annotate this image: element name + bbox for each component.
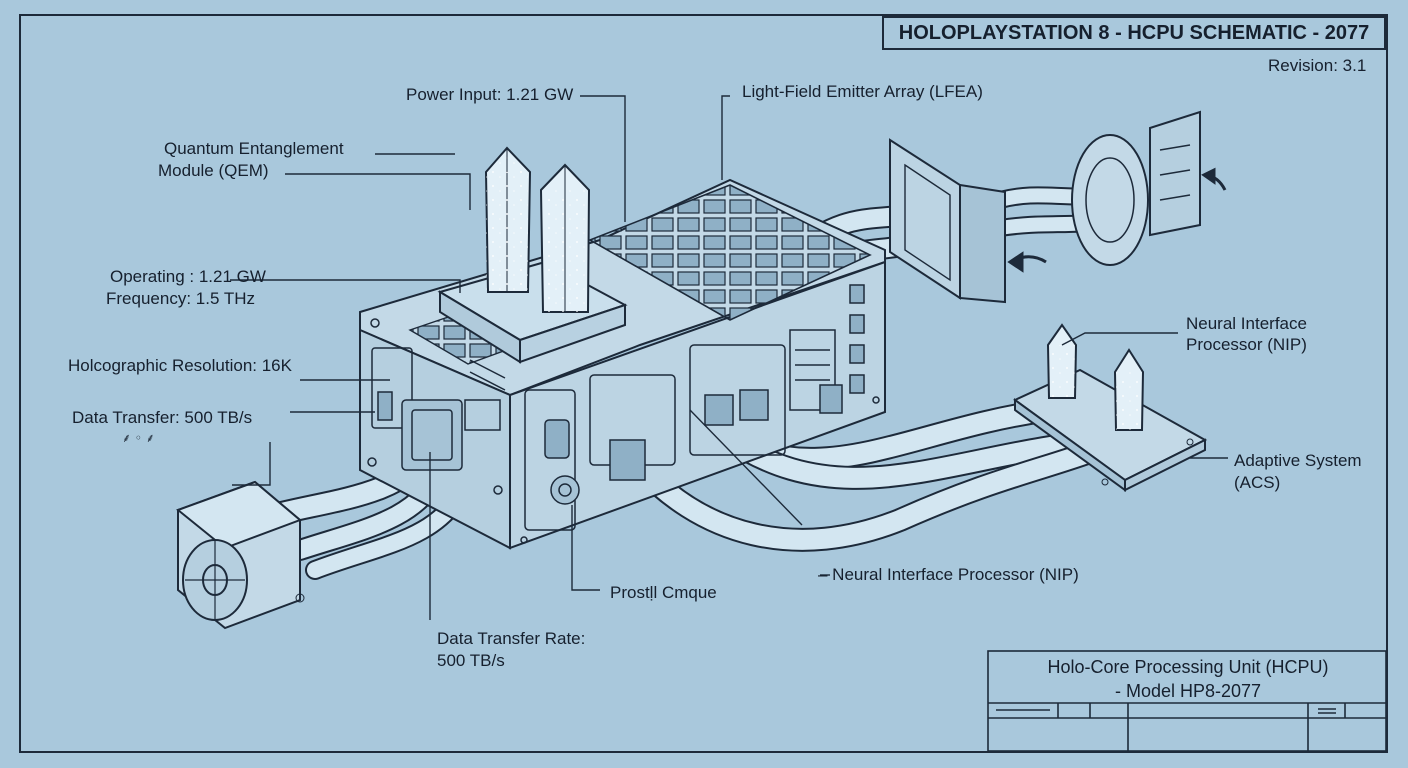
nip-crystal-left xyxy=(1046,323,1078,399)
cooling-fan xyxy=(175,480,305,630)
holographic-resolution-label: Holcographic Resolution: 16K xyxy=(68,356,292,375)
flow-arrows xyxy=(1007,167,1227,273)
qem-crystal-right xyxy=(539,163,591,313)
leader-lines xyxy=(230,95,1228,620)
sheet-title: HOLOPLAYSTATION 8 - HCPU SCHEMATIC - 207… xyxy=(882,16,1386,50)
operating-label-line1: Operating : 1.21 GW xyxy=(110,267,266,286)
qem-label-line1: Quantum Entanglement xyxy=(164,139,344,158)
data-transfer-rate-line2: 500 TB/s xyxy=(437,651,505,670)
operating-label-line2: Frequency: 1.5 THz xyxy=(106,289,255,308)
nip-crystal-right xyxy=(1113,348,1145,431)
prostl-label: Prostḷl Cmque xyxy=(610,583,717,602)
data-transfer-label: Data Transfer: 500 TB/s xyxy=(72,408,253,427)
chip-array xyxy=(588,184,872,321)
title-block-text: Holo-Core Processing Unit (HCPU) - Model… xyxy=(990,655,1386,703)
title-block-line2: - Model HP8-2077 xyxy=(1114,681,1262,701)
acs-label-line1: Adaptive System xyxy=(1234,451,1362,470)
nip-top-label-line1: Neural Interface xyxy=(1186,314,1307,333)
round-connector xyxy=(1071,110,1201,266)
right-panel-details xyxy=(520,284,880,544)
scribble-glyph: ⸙ ◦ ⸙ xyxy=(122,431,155,445)
title-block-line1: Holo-Core Processing Unit (HCPU) xyxy=(1047,657,1329,677)
data-transfer-rate-line1: Data Transfer Rate: xyxy=(437,629,586,648)
qem-label-line2: Module (QEM) xyxy=(158,161,269,180)
revision-label: Revision: 3.1 xyxy=(1268,56,1367,75)
acs-label-line2: (ACS) xyxy=(1234,473,1281,492)
lfea-label: Light-Field Emitter Array (LFEA) xyxy=(742,82,983,101)
nip-top-label-line2: Processor (NIP) xyxy=(1186,335,1307,354)
sheet-border xyxy=(19,14,1388,753)
power-input-label: Power Input: 1.21 GW xyxy=(406,85,574,104)
title-block xyxy=(987,650,1387,752)
front-panel-details xyxy=(367,318,506,495)
lfea-panel xyxy=(889,138,1006,304)
qem-crystal-left xyxy=(484,146,532,293)
nip-bottom-label: – Neural Interface Processor (NIP) xyxy=(818,565,1079,584)
